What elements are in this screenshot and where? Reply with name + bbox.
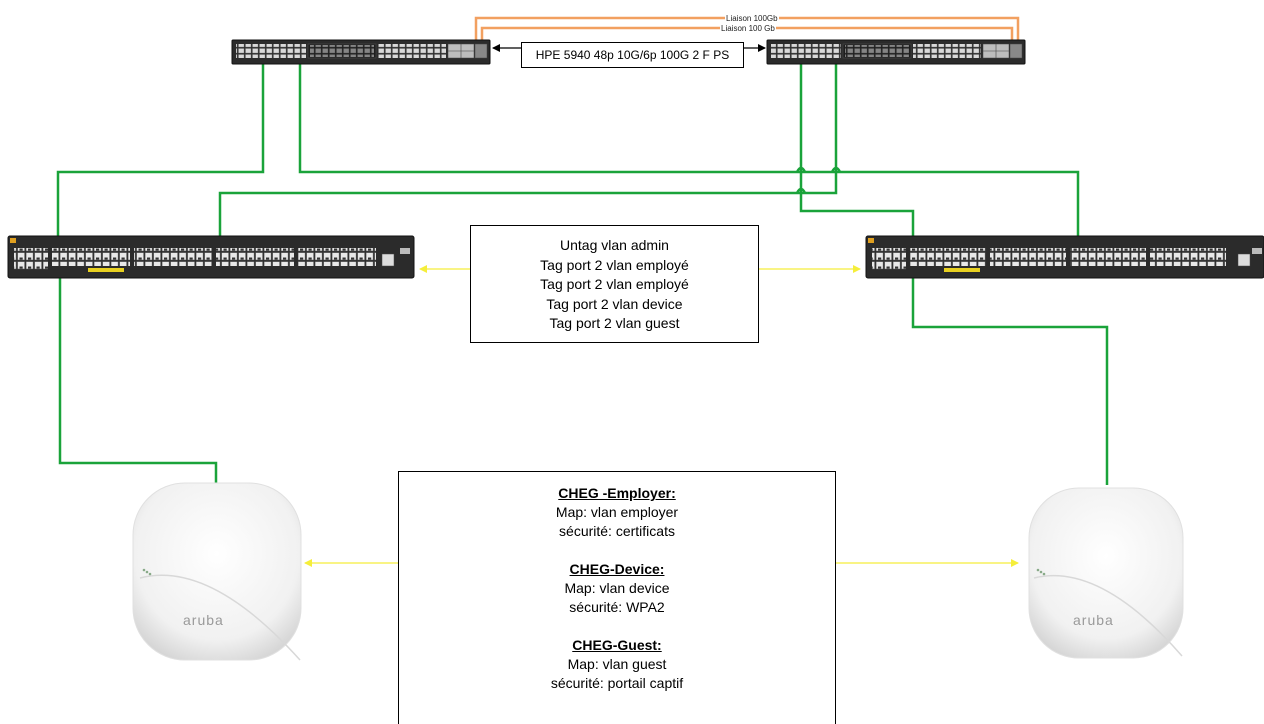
core-switch-model-label: HPE 5940 48p 10G/6p 100G 2 F PS <box>521 42 744 68</box>
annotation-arrows <box>304 265 1019 567</box>
access-switch-right <box>865 235 1264 279</box>
ssid-name: CHEG-Device: <box>569 561 665 577</box>
cable-access1-ap1 <box>58 268 218 485</box>
cable-core1-access2 <box>298 57 1080 245</box>
cable-crossings <box>795 166 842 194</box>
ssid-name: CHEG-Guest: <box>572 637 662 653</box>
ssid-name: CHEG -Employer: <box>558 485 676 501</box>
ssid-device: CHEG-Device: Map: vlan device sécurité: … <box>399 560 835 617</box>
ssid-employer: CHEG -Employer: Map: vlan employer sécur… <box>399 484 835 541</box>
cable-access2-ap2 <box>911 268 1109 485</box>
vlan-line: Tag port 2 vlan employé <box>540 256 689 273</box>
vlan-config-box: Untag vlan admin Tag port 2 vlan employé… <box>470 225 759 343</box>
core-switch-left <box>231 39 491 65</box>
vlan-line: Untag vlan admin <box>560 237 669 253</box>
cable-core2-access2 <box>799 57 915 245</box>
stack-link-label-1: Liaison 100Gb <box>725 14 779 23</box>
cable-core2-access1 <box>218 57 838 245</box>
ssid-security: sécurité: certificats <box>559 523 675 539</box>
core-switch-right <box>766 39 1026 65</box>
vlan-line: Tag port 2 vlan guest <box>549 315 680 332</box>
access-switch-left <box>7 235 415 279</box>
access-point-left: aruba <box>132 482 302 661</box>
ssid-map: Map: vlan employer <box>555 504 679 520</box>
uplink-cables <box>56 57 1109 485</box>
ssid-security: sécurité: WPA2 <box>569 599 665 615</box>
ssid-map: Map: vlan guest <box>567 656 667 672</box>
ssid-config-box: CHEG -Employer: Map: vlan employer sécur… <box>398 471 836 724</box>
ssid-map: Map: vlan device <box>564 580 670 596</box>
access-point-right: aruba <box>1028 487 1184 659</box>
ssid-security: sécurité: portail captif <box>550 675 684 691</box>
ap-brand-right: aruba <box>1073 612 1114 628</box>
cable-core1-access1 <box>56 57 265 245</box>
ssid-guest: CHEG-Guest: Map: vlan guest sécurité: po… <box>399 636 835 693</box>
vlan-line: Tag port 2 vlan device <box>546 295 683 312</box>
stack-link-label-2: Liaison 100 Gb <box>720 24 776 33</box>
ap-brand-left: aruba <box>183 612 224 628</box>
vlan-line: Tag port 2 vlan employé <box>540 276 689 293</box>
